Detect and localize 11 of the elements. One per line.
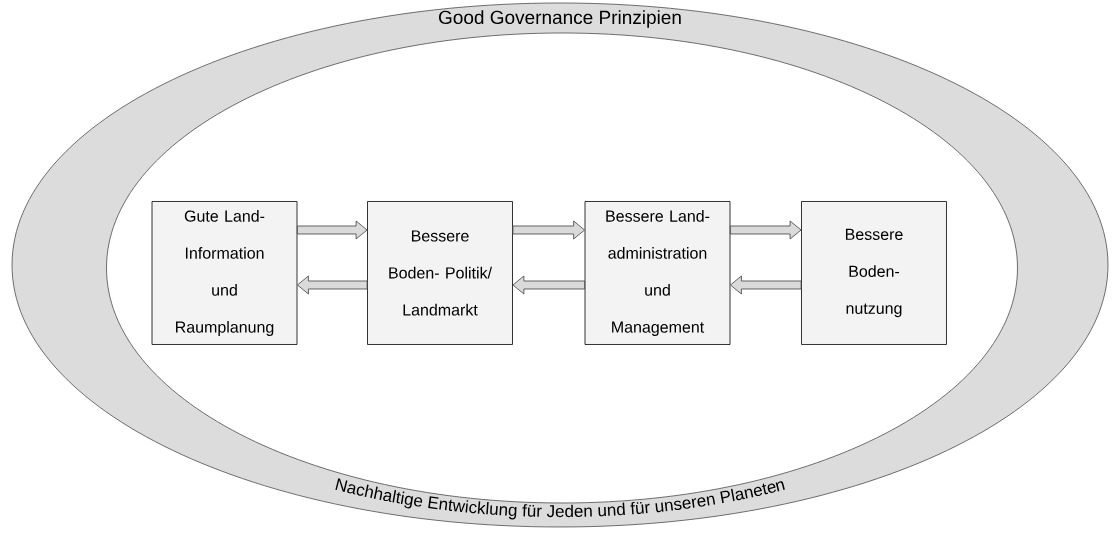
process-box: Bessere Land- administration und Management: [584, 201, 731, 345]
block-arrow: [297, 220, 368, 240]
block-arrow: [297, 275, 368, 295]
process-box: Bessere Boden- Politik/ Landmarkt: [367, 201, 513, 345]
block-arrow: [512, 220, 585, 240]
block-arrow: [730, 275, 802, 295]
block-arrow: [730, 220, 802, 240]
process-box: Gute Land- Information und Raumplanung: [151, 201, 298, 345]
process-box: Bessere Boden- nutzung: [801, 201, 947, 345]
block-arrow: [512, 275, 585, 295]
band-label: Good Governance Prinzipien: [439, 10, 681, 28]
